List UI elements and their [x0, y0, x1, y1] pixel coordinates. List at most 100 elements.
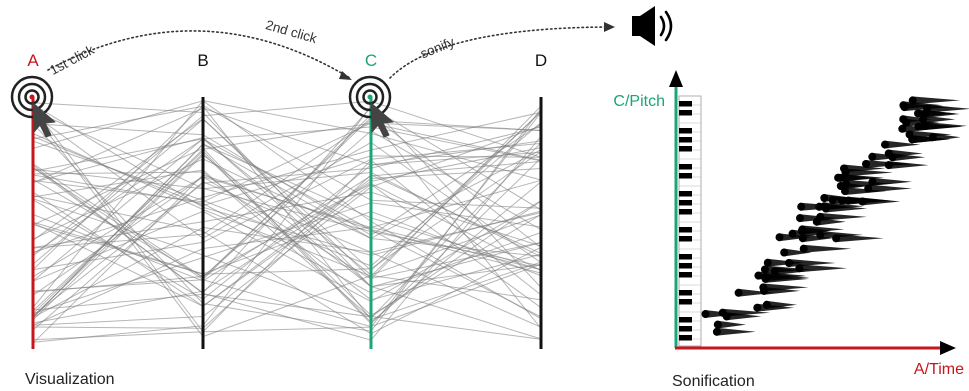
data-polyline: [32, 147, 542, 323]
piano-black-key: [679, 146, 692, 152]
tone-note-head: [914, 109, 922, 118]
tone-note-head: [759, 283, 768, 292]
tone-note-head: [837, 196, 846, 205]
tone-note-head: [914, 122, 923, 131]
sonify-arrowhead: [604, 22, 615, 32]
data-polyline: [32, 122, 542, 267]
sonification-caption: Sonification: [672, 373, 755, 390]
data-polyline: [32, 122, 542, 203]
tone-note: [819, 212, 867, 221]
tone-note: [716, 320, 747, 329]
click-sequence-arc: [47, 30, 351, 79]
piano-black-keys: [679, 101, 692, 341]
cursor-arrow-icon-c: [370, 102, 394, 138]
second-click-label: 2nd click: [264, 17, 319, 46]
tone-note: [737, 288, 774, 297]
piano-black-key: [679, 227, 692, 233]
tone-note: [783, 248, 812, 257]
data-polyline: [32, 113, 542, 264]
data-polyline: [32, 107, 542, 333]
tone-note: [819, 230, 863, 239]
data-polyline: [32, 174, 542, 294]
data-polyline: [32, 106, 542, 294]
axis-b-label: B: [197, 51, 208, 70]
tone-note: [839, 173, 873, 182]
speaker-sound-icon: [632, 6, 673, 46]
data-polyline: [32, 142, 542, 319]
tone-note-head: [701, 310, 710, 318]
piano-black-key: [679, 173, 692, 179]
tone-note-head: [815, 202, 824, 211]
data-polyline: [32, 168, 542, 307]
first-click-label: 1st click: [47, 42, 97, 78]
tone-note-head: [753, 303, 762, 312]
tone-note-head: [775, 233, 784, 242]
tone-note-head: [841, 187, 849, 196]
data-polyline: [32, 122, 542, 315]
data-polyline: [32, 181, 542, 331]
tone-note: [865, 160, 913, 168]
piano-black-key: [679, 200, 692, 206]
axis-a-label: A: [27, 51, 39, 70]
tone-note-head: [864, 184, 873, 193]
data-polyline: [32, 126, 542, 172]
data-polyline: [32, 112, 542, 341]
data-polyline: [32, 226, 542, 328]
tone-note-head: [836, 173, 845, 182]
tone-note-head: [797, 226, 806, 235]
visualization-caption: Visualization: [25, 371, 115, 388]
tone-note: [798, 264, 848, 273]
tone-note-head: [881, 140, 889, 149]
piano-black-key: [679, 191, 692, 197]
tone-note-head: [862, 160, 870, 168]
tone-note-head: [780, 248, 789, 257]
data-polyline: [32, 105, 542, 343]
axis-c-label: C: [365, 51, 377, 70]
tone-note-head: [821, 204, 830, 213]
data-polyline: [32, 161, 542, 282]
data-polyline: [32, 154, 542, 321]
tone-note-head: [799, 244, 808, 253]
tone-note-head: [898, 124, 907, 133]
tone-note: [891, 153, 926, 162]
time-axis-label: A/Time: [914, 361, 964, 378]
piano-black-key: [679, 164, 692, 170]
tone-note-head: [918, 115, 927, 124]
tone-note: [788, 259, 836, 267]
tone-note-head: [795, 264, 804, 273]
tone-note: [871, 152, 907, 161]
tone-note: [800, 226, 831, 235]
tone-note: [762, 283, 809, 292]
piano-black-key: [679, 209, 692, 215]
data-polyline: [32, 111, 542, 253]
tone-note: [765, 300, 797, 309]
data-polyline: [32, 152, 542, 317]
data-polyline: [32, 171, 542, 301]
data-polyline: [32, 200, 542, 303]
piano-black-key: [679, 236, 692, 242]
tone-note-head: [820, 194, 829, 202]
tone-note-head: [899, 115, 908, 124]
click-arrowhead: [339, 71, 352, 80]
tone-note-head: [788, 229, 797, 238]
tone-note-head: [754, 271, 763, 280]
data-polyline: [32, 198, 542, 340]
tone-note-head: [722, 312, 731, 321]
data-polyline: [32, 130, 542, 278]
cursor-arrow-icon-a: [32, 102, 56, 138]
tone-note-head: [762, 300, 771, 309]
tone-note: [908, 130, 952, 139]
piano-black-key: [679, 263, 692, 269]
piano-black-key: [679, 326, 692, 332]
tone-note: [902, 115, 932, 124]
data-polyline: [32, 103, 542, 256]
tone-note-head: [713, 320, 722, 329]
tone-note: [844, 187, 887, 196]
tone-note: [867, 184, 913, 193]
data-polyline: [32, 109, 542, 267]
click-target-icon-a: [10, 75, 54, 119]
tone-note: [764, 273, 810, 282]
tone-note: [802, 244, 852, 253]
tone-note-head: [816, 230, 825, 239]
sonification-notes: [701, 96, 969, 336]
